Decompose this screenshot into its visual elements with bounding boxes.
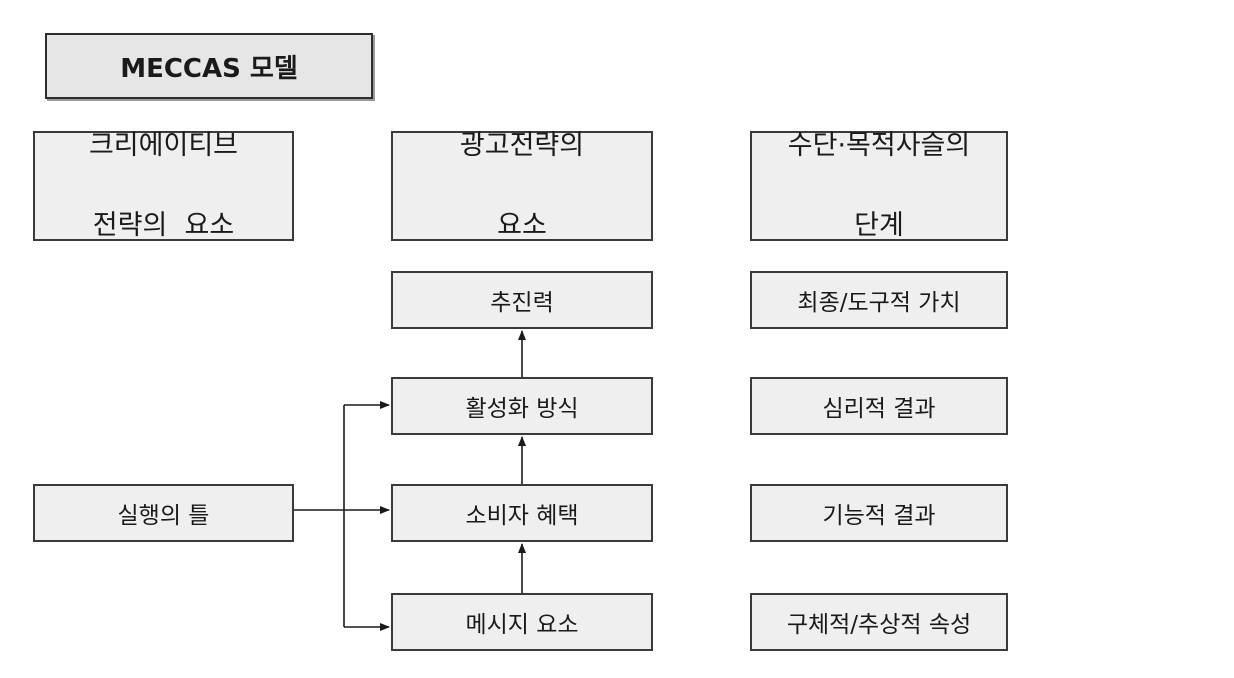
box-consumer-benefit: 소비자 혜택 bbox=[391, 484, 653, 542]
header-means-end-line1: 수단·목적사슬의 bbox=[787, 130, 971, 161]
functional-consequences-label: 기능적 결과 bbox=[822, 503, 936, 529]
driving-force-label: 추진력 bbox=[490, 290, 554, 316]
psychological-consequences-label: 심리적 결과 bbox=[822, 396, 936, 422]
box-attributes: 구체적/추상적 속성 bbox=[750, 593, 1008, 651]
header-ad-strategy-line1: 광고전략의 bbox=[459, 130, 585, 161]
header-creative-line2: 전략의 요소 bbox=[92, 210, 235, 241]
message-elements-label: 메시지 요소 bbox=[465, 612, 579, 638]
executional-framework-label: 실행의 틀 bbox=[117, 503, 210, 529]
values-label: 최종/도구적 가치 bbox=[797, 290, 961, 316]
header-means-end-line2: 단계 bbox=[854, 210, 904, 241]
header-means-end-chain: 수단·목적사슬의 단계 bbox=[750, 130, 1008, 241]
box-values: 최종/도구적 가치 bbox=[750, 271, 1008, 329]
header-creative-strategy: 크리에이티브 전략의 요소 bbox=[33, 130, 294, 241]
box-message-elements: 메시지 요소 bbox=[391, 593, 653, 651]
box-leverage-point: 활성화 방식 bbox=[391, 377, 653, 435]
header-ad-strategy: 광고전략의 요소 bbox=[391, 130, 653, 241]
box-psychological-consequences: 심리적 결과 bbox=[750, 377, 1008, 435]
diagram-title: MECCAS 모델 bbox=[45, 33, 373, 99]
header-creative-line1: 크리에이티브 bbox=[88, 130, 239, 161]
box-functional-consequences: 기능적 결과 bbox=[750, 484, 1008, 542]
attributes-label: 구체적/추상적 속성 bbox=[786, 612, 972, 638]
box-driving-force: 추진력 bbox=[391, 271, 653, 329]
consumer-benefit-label: 소비자 혜택 bbox=[465, 503, 579, 529]
diagram-title-text: MECCAS 모델 bbox=[120, 53, 298, 84]
header-ad-strategy-line2: 요소 bbox=[497, 210, 547, 241]
box-executional-framework: 실행의 틀 bbox=[33, 484, 294, 542]
leverage-point-label: 활성화 방식 bbox=[465, 396, 579, 422]
